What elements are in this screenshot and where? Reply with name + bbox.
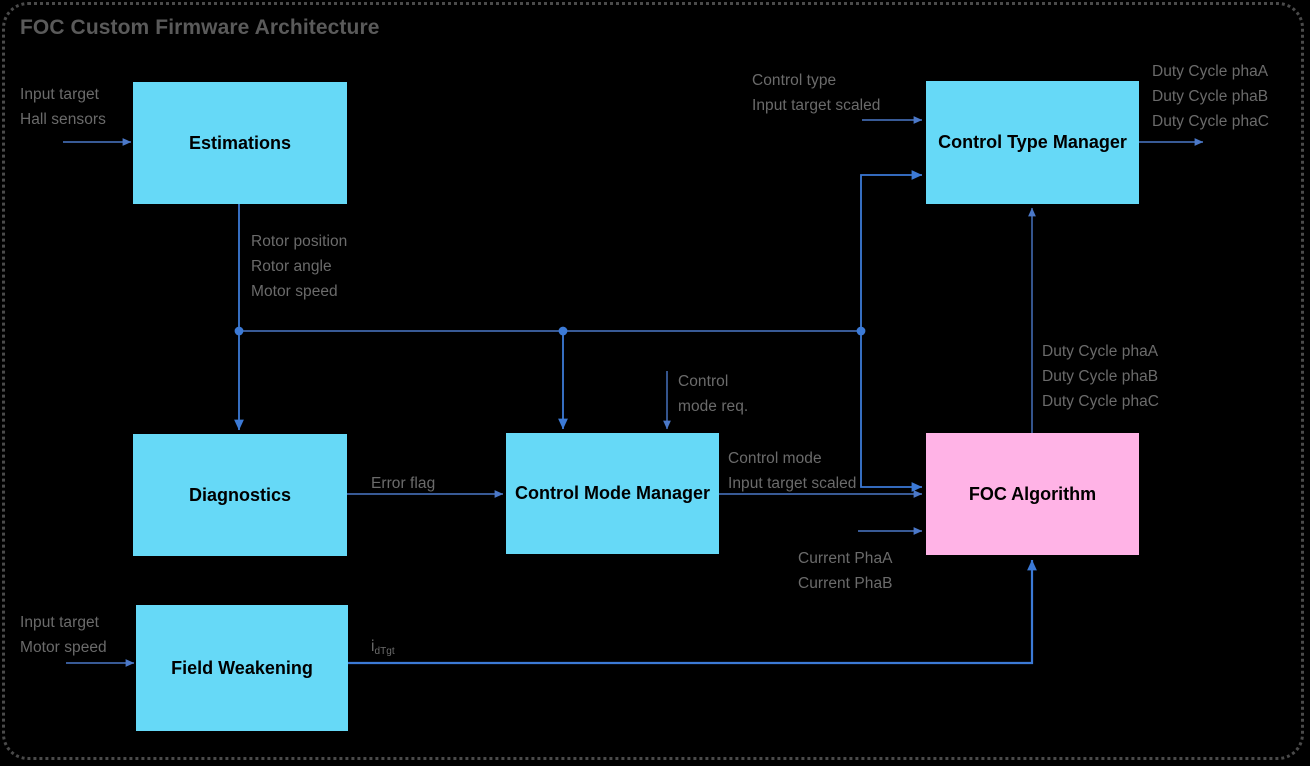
node-field-weakening[interactable]: Field Weakening	[136, 605, 348, 731]
node-field-weakening-label: Field Weakening	[171, 657, 313, 678]
node-foc-algorithm-label: FOC Algorithm	[968, 483, 1097, 504]
label-estimations-input: Input target Hall sensors	[20, 86, 106, 129]
wire-bus-to-control-type-manager	[860, 170, 923, 331]
label-error-flag: Error flag	[371, 475, 436, 492]
label-id-tgt-sub: dTgt	[374, 646, 395, 657]
label-id-tgt: idTgt	[371, 634, 395, 659]
wire-bus-to-foc-control-mode	[860, 331, 923, 492]
node-foc-algorithm[interactable]: FOC Algorithm	[926, 433, 1139, 555]
junction-estimations	[234, 326, 244, 336]
label-id-tgt-base: i	[371, 638, 375, 655]
wire-field-weakening-to-foc	[348, 559, 1037, 665]
page-title: FOC Custom Firmware Architecture	[20, 16, 380, 39]
node-control-type-manager[interactable]: Control Type Manager	[926, 81, 1139, 204]
node-diagnostics[interactable]: Diagnostics	[133, 434, 347, 556]
node-control-type-manager-label: Control Type Manager	[938, 132, 1127, 153]
label-control-mode-req: Control mode req.	[678, 373, 749, 416]
label-control-type-input: Control type Input target scaled	[752, 72, 881, 115]
label-control-type-manager-output: Duty Cycle phaA Duty Cycle phaB Duty Cyc…	[1152, 63, 1270, 131]
node-diagnostics-label: Diagnostics	[188, 484, 292, 505]
node-estimations[interactable]: Estimations	[133, 82, 347, 204]
junction-right	[856, 326, 866, 336]
label-field-weakening-input: Input target Motor speed	[20, 614, 107, 657]
label-foc-duty-output: Duty Cycle phaA Duty Cycle phaB Duty Cyc…	[1042, 343, 1160, 411]
junction-mid	[558, 326, 568, 336]
node-estimations-label: Estimations	[188, 132, 292, 153]
node-control-mode-manager-label: Control Mode Manager	[514, 483, 710, 504]
label-estimations-output: Rotor position Rotor angle Motor speed	[251, 233, 348, 301]
label-control-mode-manager-output: Control mode Input target scaled	[728, 450, 857, 493]
label-current-phases: Current PhaA Current PhaB	[798, 550, 893, 593]
node-control-mode-manager[interactable]: Control Mode Manager	[506, 433, 719, 554]
